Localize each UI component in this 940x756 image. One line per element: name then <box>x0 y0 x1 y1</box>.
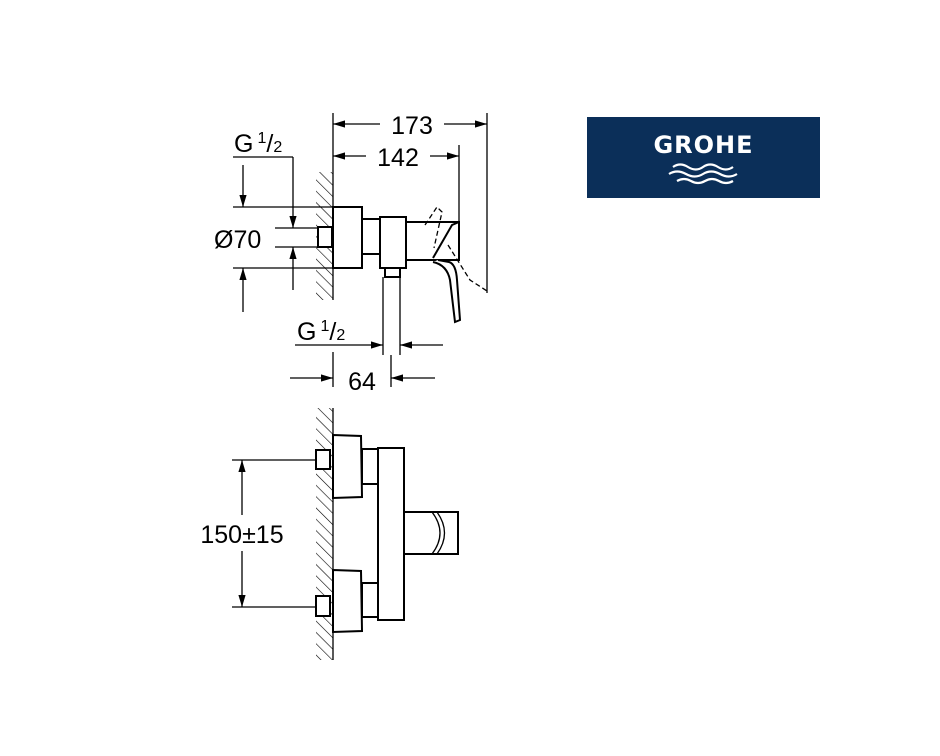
mixer-block <box>379 216 407 269</box>
inlet-pipe-stub-lower <box>315 595 331 617</box>
outlet-connector <box>403 511 459 555</box>
lever-handle <box>432 221 462 324</box>
wall-flange <box>332 206 363 269</box>
wall-hatch <box>316 408 333 660</box>
upper-neck <box>361 448 379 485</box>
lower-flange <box>332 568 364 634</box>
dimension-64: 64 <box>348 368 376 396</box>
mixer-body <box>377 447 405 621</box>
body-neck <box>361 218 381 255</box>
dimension-diameter-70: Ø70 <box>214 226 261 254</box>
cartridge-housing <box>405 221 460 261</box>
dimension-142: 142 <box>377 144 419 172</box>
logo-wordmark: GROHE <box>653 131 754 159</box>
outlet-curve <box>431 511 446 555</box>
front-view: 150±15 <box>200 408 459 660</box>
upper-flange <box>332 433 364 500</box>
dimension-173: 173 <box>391 112 433 140</box>
outlet-nut <box>384 267 401 278</box>
dimension-150-15: 150±15 <box>200 521 283 549</box>
grohe-logo: GROHE <box>587 117 820 198</box>
lever-open-outline <box>424 205 488 292</box>
lower-neck <box>361 582 379 618</box>
logo-waves-icon <box>668 163 738 185</box>
inlet-pipe-stub <box>317 226 333 248</box>
inlet-pipe-stub-upper <box>315 449 331 470</box>
